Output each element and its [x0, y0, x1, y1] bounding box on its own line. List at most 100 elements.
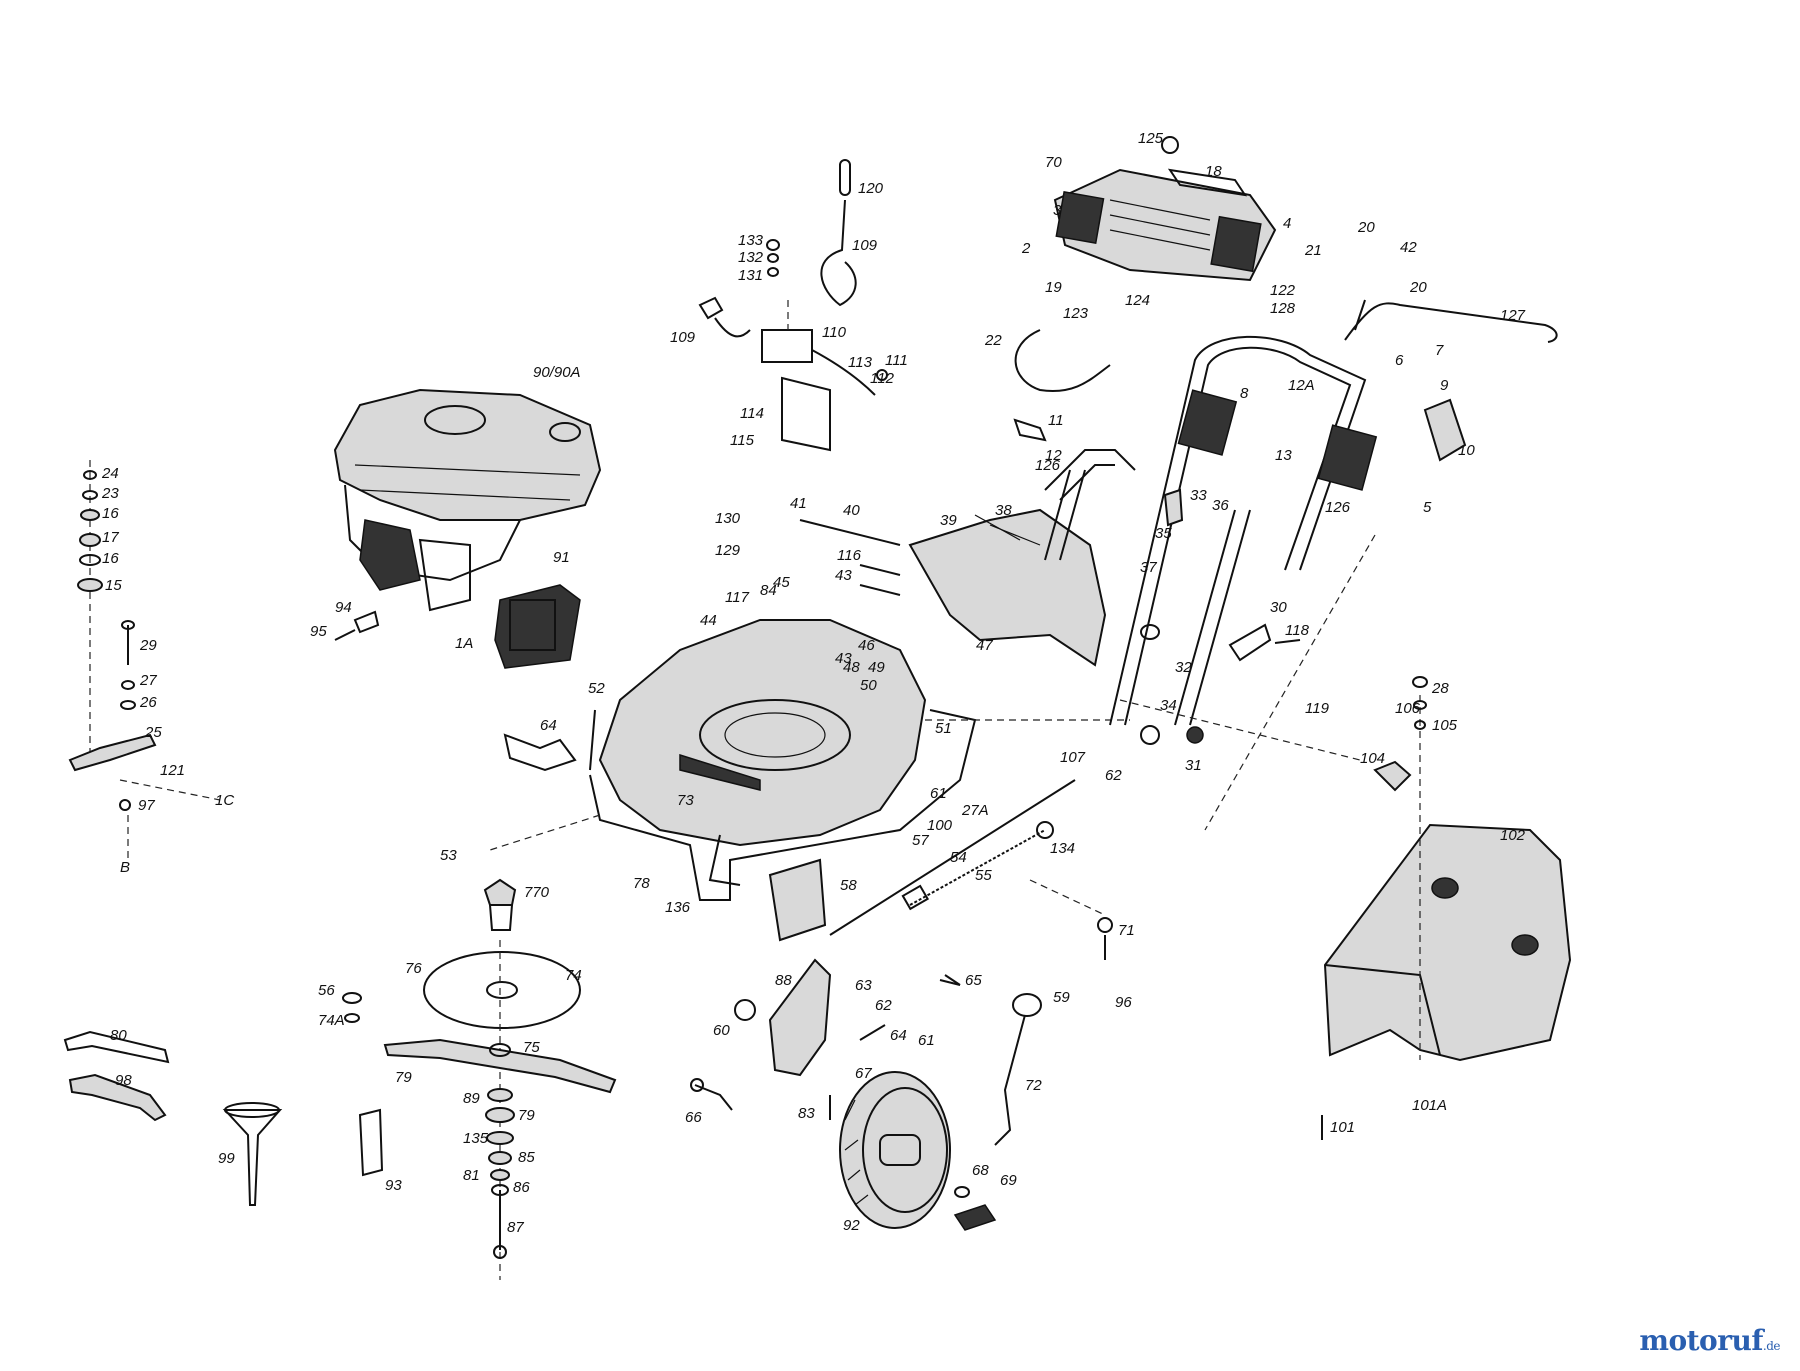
- callout: 35: [1155, 525, 1172, 542]
- callout: 64: [890, 1027, 907, 1044]
- callout: 74A: [318, 1012, 345, 1029]
- callout: 68: [972, 1162, 989, 1179]
- callout: 136: [665, 899, 691, 916]
- funnel-93: [222, 1102, 283, 1206]
- callout: 134: [1050, 840, 1075, 857]
- callout: 25: [144, 724, 162, 741]
- callout-labels: 24 23 16 17 16 15 29 27 26 25 121 1C 97 …: [101, 130, 1526, 1236]
- callout: 73: [677, 792, 694, 809]
- callout: 7: [1435, 342, 1444, 359]
- callout: 50: [860, 677, 877, 694]
- callout: 4: [1283, 215, 1291, 232]
- callout: 67: [855, 1065, 872, 1082]
- callout: 20: [1409, 279, 1427, 296]
- control-box-2: [1053, 168, 1277, 282]
- watermark-logo: motoruf.de: [1639, 1324, 1780, 1357]
- callout: 22: [984, 332, 1002, 349]
- callout: 15: [105, 577, 122, 594]
- callout: 107: [1060, 749, 1086, 766]
- callout: 78: [633, 875, 650, 892]
- callout: 28: [1431, 680, 1449, 697]
- spark-plug-94-95: [334, 610, 380, 641]
- callout: 54: [950, 849, 967, 866]
- callout: 84: [760, 582, 777, 599]
- callout: 112: [870, 370, 895, 387]
- front-axle-assembly: [768, 779, 1076, 986]
- callout: 89: [463, 1090, 480, 1107]
- callout: 42: [1400, 239, 1417, 256]
- callout: 88: [775, 972, 792, 989]
- callout: 93: [385, 1177, 402, 1194]
- watermark-brand: motoruf: [1639, 1324, 1763, 1357]
- callout: 114: [740, 405, 764, 422]
- callout: 129: [715, 542, 741, 559]
- callout: 5: [1423, 499, 1432, 516]
- callout: 63: [855, 977, 872, 994]
- callout: 26: [139, 694, 157, 711]
- callout: 40: [843, 502, 860, 519]
- callout: 33: [1190, 487, 1207, 504]
- callout: 101A: [1412, 1097, 1447, 1114]
- lever-71-72: [994, 993, 1042, 1146]
- handle-grips-5-6: [1177, 389, 1378, 491]
- callout: 70: [1045, 154, 1062, 171]
- watermark-tld: .de: [1762, 1339, 1781, 1353]
- callout: 46: [858, 637, 875, 654]
- callout: 32: [1175, 659, 1192, 676]
- callout: 27: [139, 672, 157, 689]
- callout: 34: [1160, 697, 1177, 714]
- callout: 27A: [961, 802, 989, 819]
- callout: 120: [858, 180, 884, 197]
- callout: 44: [700, 612, 717, 629]
- callout: 43: [835, 567, 852, 584]
- callout: 126: [1035, 457, 1061, 474]
- callout: 17: [102, 529, 119, 546]
- callout: 128: [1270, 300, 1296, 317]
- callout: 55: [975, 867, 992, 884]
- callout: 96: [1115, 994, 1132, 1011]
- callout: 65: [965, 972, 982, 989]
- callout: 79: [518, 1107, 535, 1124]
- callout: 85: [518, 1149, 535, 1166]
- bolt-59-92-96: [939, 879, 1113, 986]
- callout: 23: [101, 485, 119, 502]
- wheel-bracket-63: [734, 958, 886, 1077]
- callout: 74: [565, 967, 582, 984]
- callout: 91: [553, 549, 570, 566]
- callout: 113: [848, 354, 873, 371]
- callout: 16: [102, 550, 119, 567]
- callout: 132: [738, 249, 764, 266]
- callout: 24: [101, 465, 119, 482]
- blade-assembly: [383, 878, 617, 1280]
- callout: 75: [523, 1039, 540, 1056]
- callout: 87: [507, 1219, 524, 1236]
- callout: 72: [1025, 1077, 1042, 1094]
- bracket-11-12: [1013, 398, 1467, 462]
- callout: 62: [1105, 767, 1122, 784]
- callout: 61: [918, 1032, 935, 1049]
- callout: 71: [1118, 922, 1135, 939]
- callout: 19: [1045, 279, 1062, 296]
- washer-75-76: [342, 992, 362, 1023]
- callout: 83: [798, 1105, 815, 1122]
- callout: 31: [1185, 757, 1202, 774]
- callout: 3: [1053, 202, 1062, 219]
- callout: 110: [822, 324, 847, 341]
- clamp-118-119: [1228, 623, 1301, 662]
- callout: 122: [1270, 282, 1296, 299]
- callout: 2: [1021, 240, 1031, 257]
- callout: 99: [218, 1150, 235, 1167]
- callout: 111: [885, 352, 908, 369]
- callout: 12A: [1288, 377, 1315, 394]
- callout: 20: [1357, 219, 1375, 236]
- callout: 51: [935, 720, 952, 737]
- callout: 39: [940, 512, 957, 529]
- callout: 66: [685, 1109, 702, 1126]
- callout: 98: [115, 1072, 132, 1089]
- callout: 76: [405, 960, 422, 977]
- mower-deck: [489, 619, 1130, 901]
- callout: 1A: [455, 635, 473, 652]
- callout: 16: [102, 505, 119, 522]
- rear-flap-38-39: [908, 508, 1107, 667]
